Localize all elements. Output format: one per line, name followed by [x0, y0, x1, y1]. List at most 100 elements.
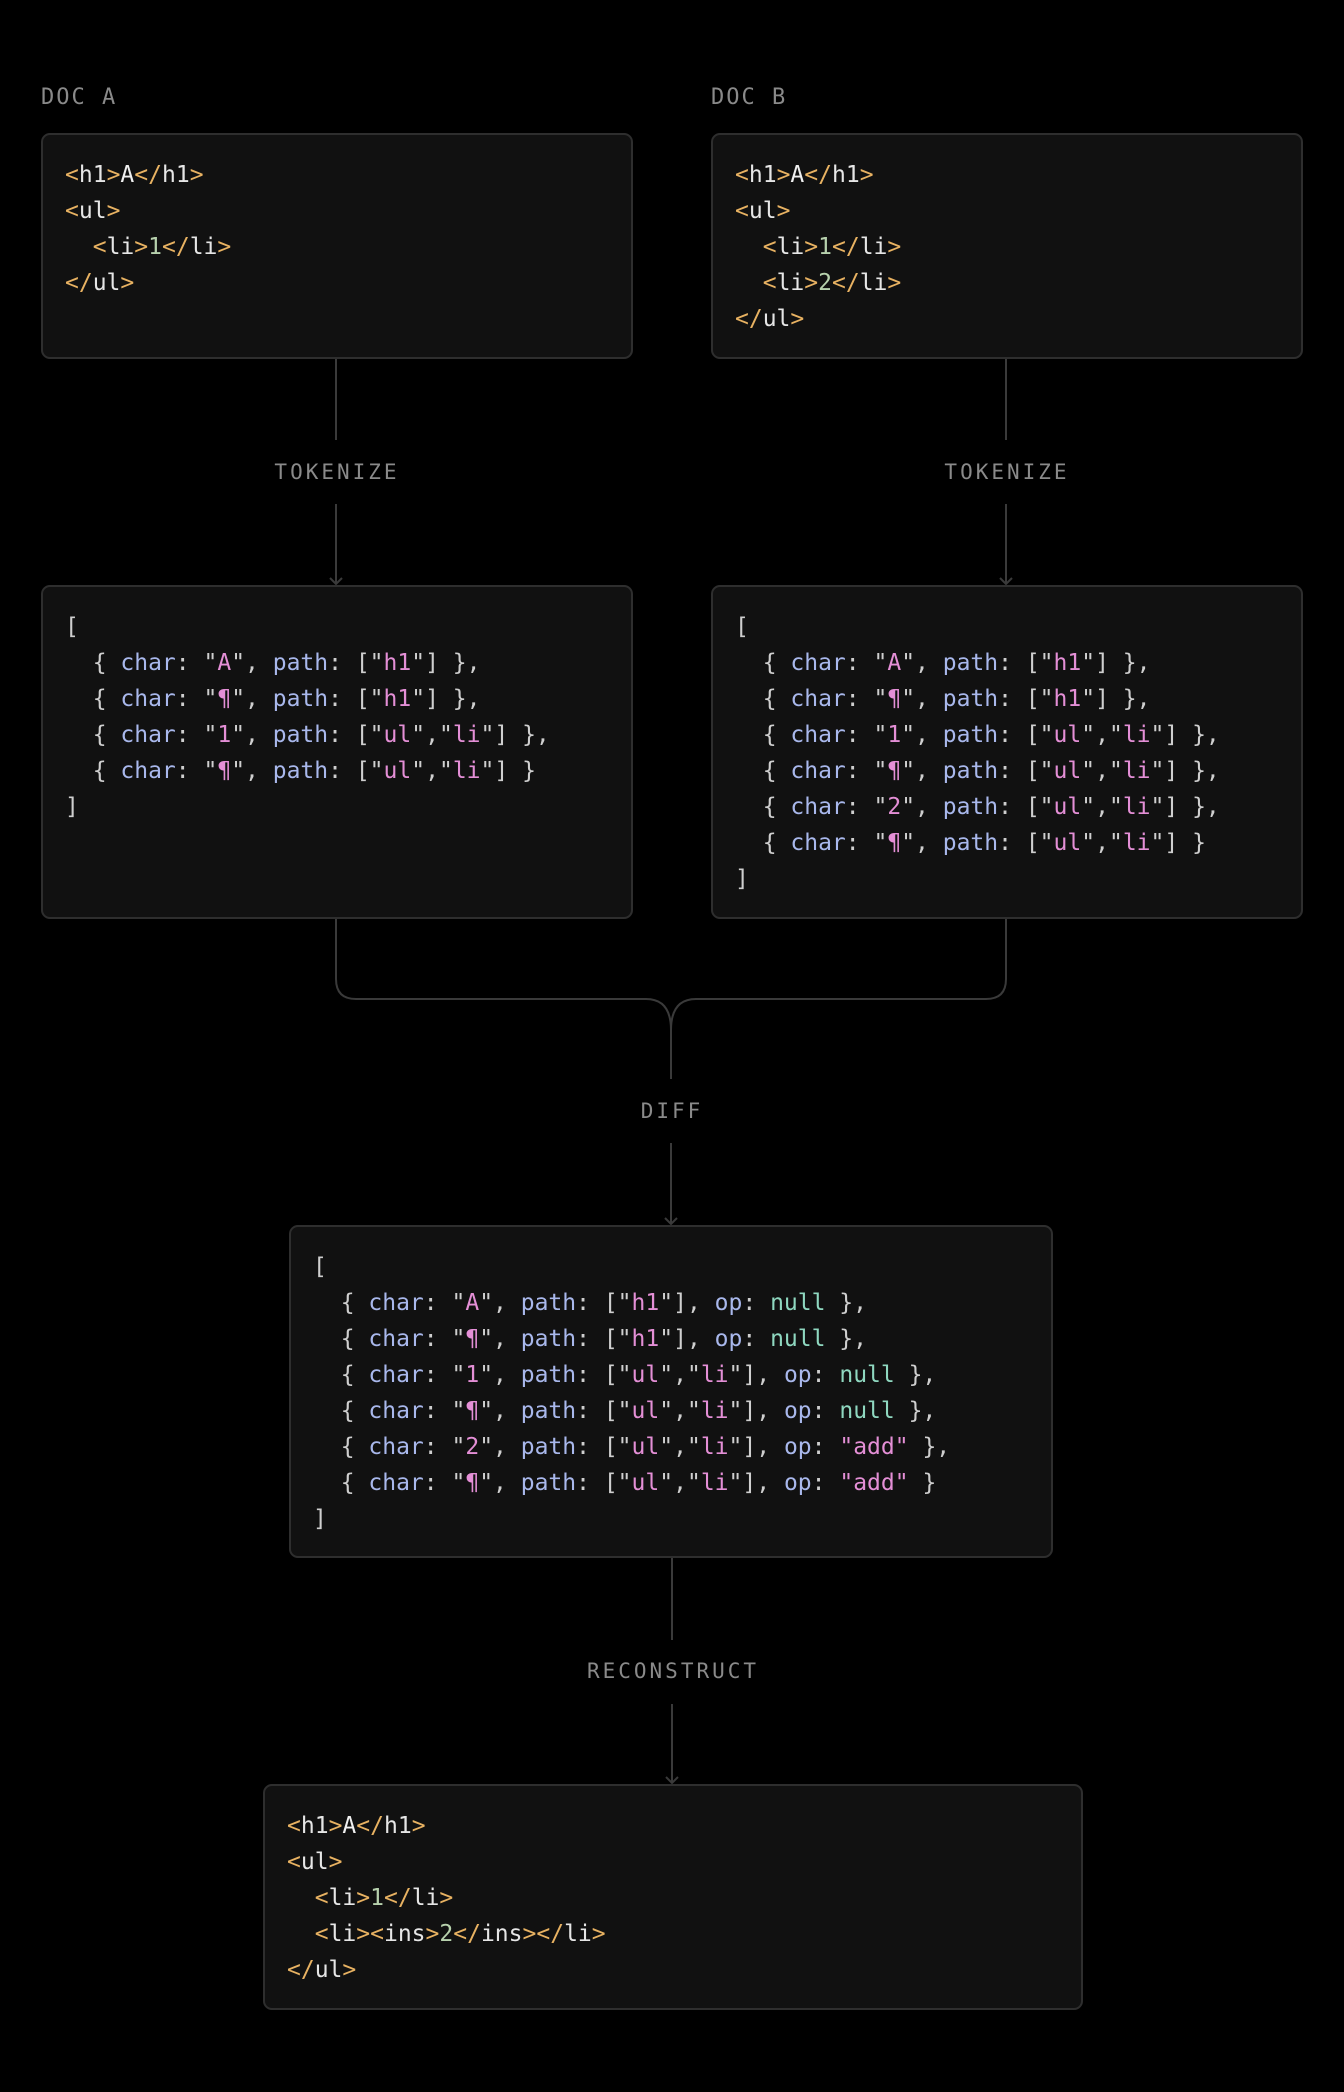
token-pun: },	[438, 650, 481, 676]
token-pun: ",	[901, 650, 943, 676]
token-br: >	[790, 306, 805, 332]
token-pun: "	[617, 1362, 632, 1388]
token-br: </	[831, 234, 860, 260]
token-pun: ",	[231, 650, 273, 676]
token-br: <	[735, 198, 749, 224]
token-text: A	[342, 1813, 357, 1839]
token-pun: ,	[1095, 758, 1109, 784]
token-pun: ",	[901, 830, 943, 856]
token-pun: {	[313, 1326, 369, 1352]
token-br: </	[735, 306, 763, 332]
token-tag: h1	[300, 1813, 329, 1839]
token-tag: ul	[314, 1957, 343, 1983]
token-pun: {	[313, 1290, 369, 1316]
token-pun: ]	[1164, 830, 1179, 856]
key-path: path	[272, 722, 329, 748]
token-pun: "	[1039, 794, 1054, 820]
key-path: path	[942, 722, 999, 748]
key-char: char	[790, 830, 846, 856]
char-value: 2	[887, 794, 902, 820]
token-br: >	[106, 198, 121, 224]
doc-b-tokens: [ { char: "A", path: ["h1"] }, { char: "…	[735, 609, 1279, 897]
token-br: >	[776, 162, 791, 188]
token-br: </	[453, 1921, 481, 1947]
array-close: ]	[65, 794, 79, 820]
token-pun: },	[1108, 650, 1151, 676]
token-pun: "	[1081, 794, 1096, 820]
token-pun: },	[894, 1362, 937, 1388]
token-pun: ",	[901, 686, 943, 712]
tokenize-label-b: TOKENIZE	[944, 460, 1070, 484]
token-pun: ,	[425, 758, 439, 784]
op-null: null	[770, 1326, 826, 1352]
token-pun: ,	[673, 1470, 687, 1496]
char-value: ¶	[887, 830, 902, 856]
token-pun: :	[742, 1326, 771, 1352]
token-br: >	[217, 234, 232, 260]
key-char: char	[790, 650, 846, 676]
key-path: path	[942, 686, 999, 712]
path-segment: li	[700, 1398, 729, 1424]
token-br: <	[314, 1921, 329, 1947]
token-pun: }	[908, 1470, 937, 1496]
token-pun: "	[728, 1434, 743, 1460]
doc-b-source-box: <h1>A</h1><ul> <li>1</li> <li>2</li></ul…	[711, 133, 1303, 359]
token-pun: "	[728, 1470, 743, 1496]
token-pun: "	[369, 758, 384, 784]
token-pun: ]	[1095, 650, 1109, 676]
token-pun: }	[1178, 830, 1206, 856]
key-path: path	[272, 650, 329, 676]
token-br: </	[134, 162, 162, 188]
token-pun: "	[617, 1434, 632, 1460]
op-value: "add"	[839, 1434, 909, 1460]
token-pun: : "	[423, 1326, 466, 1352]
key-char: char	[790, 758, 846, 784]
doc-b-html: <h1>A</h1><ul> <li>1</li> <li>2</li></ul…	[735, 157, 1279, 337]
key-op: op	[714, 1290, 743, 1316]
token-tag: li	[328, 1921, 357, 1947]
token-tag: h1	[161, 162, 190, 188]
token-pun: ",	[479, 1434, 521, 1460]
char-value: ¶	[217, 686, 232, 712]
code-line: <h1>A</h1>	[287, 1808, 1059, 1844]
token-pun: : "	[423, 1470, 466, 1496]
token-pun: {	[65, 758, 121, 784]
token-br: </	[536, 1921, 565, 1947]
key-path: path	[520, 1398, 577, 1424]
token-pun: "	[686, 1470, 701, 1496]
path-segment: h1	[1053, 686, 1082, 712]
token-pun: ]	[673, 1326, 687, 1352]
doc-b-tokens-box: [ { char: "A", path: ["h1"] }, { char: "…	[711, 585, 1303, 919]
char-value: A	[217, 650, 232, 676]
token-pun: {	[313, 1434, 369, 1460]
key-char: char	[368, 1290, 424, 1316]
token-pun: ,	[1095, 830, 1109, 856]
code-line: ]	[735, 861, 1279, 897]
token-pun: : "	[845, 650, 888, 676]
token-pun	[287, 1921, 315, 1947]
path-segment: li	[1122, 794, 1151, 820]
path-segment: ul	[631, 1398, 660, 1424]
token-pun: : "	[845, 830, 888, 856]
key-path: path	[520, 1470, 577, 1496]
token-pun: ",	[231, 722, 273, 748]
token-pun: {	[735, 650, 791, 676]
key-path: path	[942, 650, 999, 676]
char-value: ¶	[887, 758, 902, 784]
token-pun: ]	[425, 650, 439, 676]
token-pun: "	[1150, 722, 1165, 748]
token-pun: "	[480, 722, 495, 748]
token-pun: ]	[673, 1290, 687, 1316]
token-tag: h1	[831, 162, 860, 188]
key-char: char	[368, 1470, 424, 1496]
token-pun: ,	[686, 1290, 715, 1316]
doc-a-html: <h1>A</h1><ul> <li>1</li></ul>	[65, 157, 609, 301]
token-pun: {	[735, 722, 791, 748]
key-path: path	[520, 1290, 577, 1316]
token-pun: : [	[328, 650, 370, 676]
token-pun: : [	[576, 1398, 618, 1424]
char-value: 1	[465, 1362, 480, 1388]
code-line: ]	[65, 789, 609, 825]
token-pun: "	[617, 1326, 632, 1352]
